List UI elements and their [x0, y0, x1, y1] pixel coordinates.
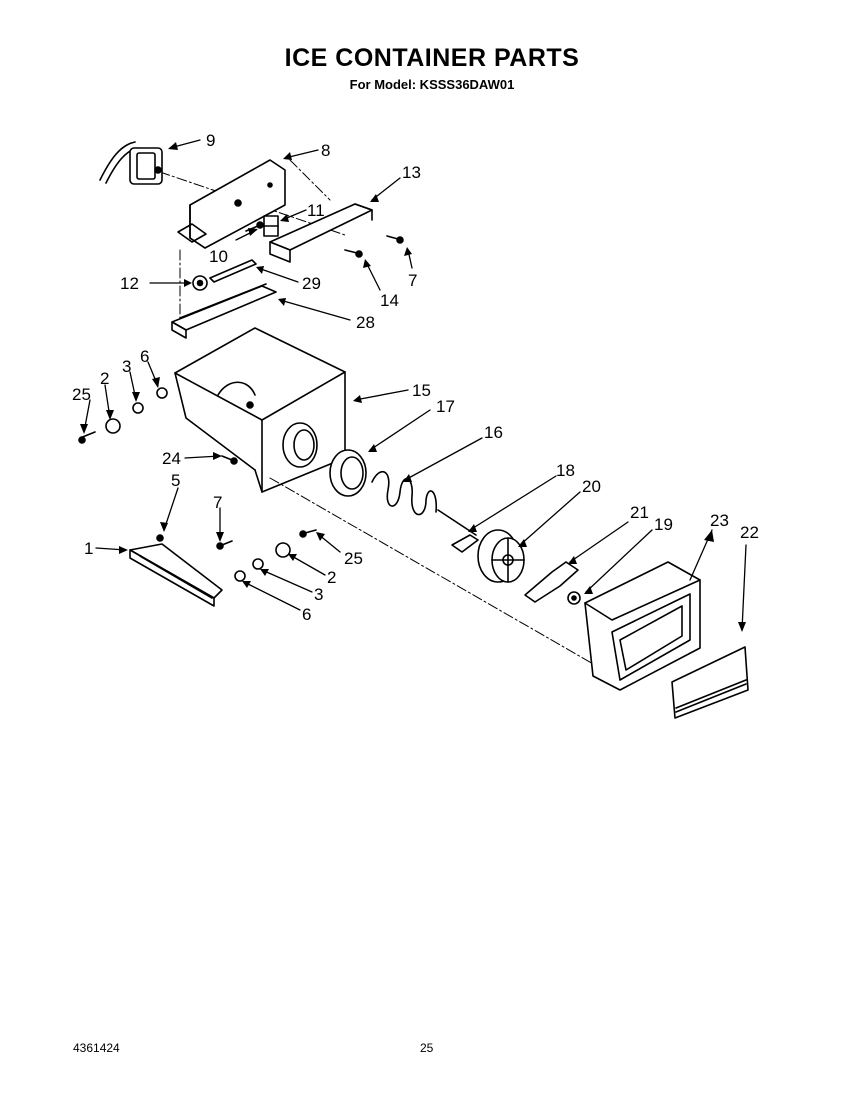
- part-8-mounting-plate: [177, 159, 286, 249]
- callout-20: 20: [582, 477, 601, 496]
- part-14-screw: [344, 249, 363, 258]
- part-12-nut: [192, 275, 208, 291]
- callout-14: 14: [380, 291, 399, 310]
- model-subtitle: For Model: KSSS36DAW01: [349, 77, 515, 92]
- part-7-screw-top: [386, 235, 404, 244]
- part-20-wheel: [477, 529, 525, 583]
- callout-13: 13: [402, 163, 421, 182]
- callout-7-top: 7: [408, 271, 417, 290]
- callout-23: 23: [710, 511, 729, 530]
- part-19-nut: [567, 591, 581, 605]
- callout-25-left: 25: [72, 385, 91, 404]
- callout-3-left: 3: [122, 357, 131, 376]
- part-13-rail: [269, 203, 373, 263]
- lower-hardware-stack: [156, 529, 317, 582]
- page-title: ICE CONTAINER PARTS: [284, 44, 580, 72]
- part-11-bracket: [263, 215, 279, 237]
- callout-3-lower: 3: [314, 585, 323, 604]
- callout-22: 22: [740, 523, 759, 542]
- leader-lines: [83, 139, 747, 631]
- part-23-door-housing: [584, 561, 701, 691]
- part-16-spring: [371, 470, 438, 516]
- part-17-coupling: [329, 449, 367, 497]
- leader-arrowheads: [80, 142, 746, 632]
- callout-18: 18: [556, 461, 575, 480]
- part-21-lever: [524, 561, 579, 603]
- callout-5: 5: [171, 471, 180, 490]
- part-28-channel: [171, 283, 277, 339]
- callout-6-left: 6: [140, 347, 149, 366]
- callout-10: 10: [209, 247, 228, 266]
- callout-8: 8: [321, 141, 330, 160]
- callout-1: 1: [84, 539, 93, 558]
- part-24-screw: [221, 455, 238, 465]
- part-22-front-panel: [671, 646, 749, 719]
- part-1-lower-rail: [129, 543, 223, 607]
- part-29-shaft: [209, 259, 257, 283]
- callout-28: 28: [356, 313, 375, 332]
- callout-2-left: 2: [100, 369, 109, 388]
- left-hardware-stack: [78, 387, 168, 444]
- callout-25-lower: 25: [344, 549, 363, 568]
- callout-21: 21: [630, 503, 649, 522]
- callout-19: 19: [654, 515, 673, 534]
- part-9-motor: [99, 141, 163, 185]
- callout-29: 29: [302, 274, 321, 293]
- part-15-ice-container: [174, 327, 346, 493]
- callout-labels: 9 8 13 11 10 12 29 28 7 14 15 17 16 18 2…: [72, 131, 759, 624]
- callout-7-lower: 7: [213, 493, 222, 512]
- callout-9: 9: [206, 131, 215, 150]
- callout-2-lower: 2: [327, 568, 336, 587]
- page-number: 25: [420, 1041, 434, 1055]
- callout-17: 17: [436, 397, 455, 416]
- callout-12: 12: [120, 274, 139, 293]
- callout-6-lower: 6: [302, 605, 311, 624]
- callout-15: 15: [412, 381, 431, 400]
- document-number: 4361424: [73, 1041, 120, 1055]
- callout-11: 11: [307, 201, 325, 220]
- callout-16: 16: [484, 423, 503, 442]
- callout-24: 24: [162, 449, 181, 468]
